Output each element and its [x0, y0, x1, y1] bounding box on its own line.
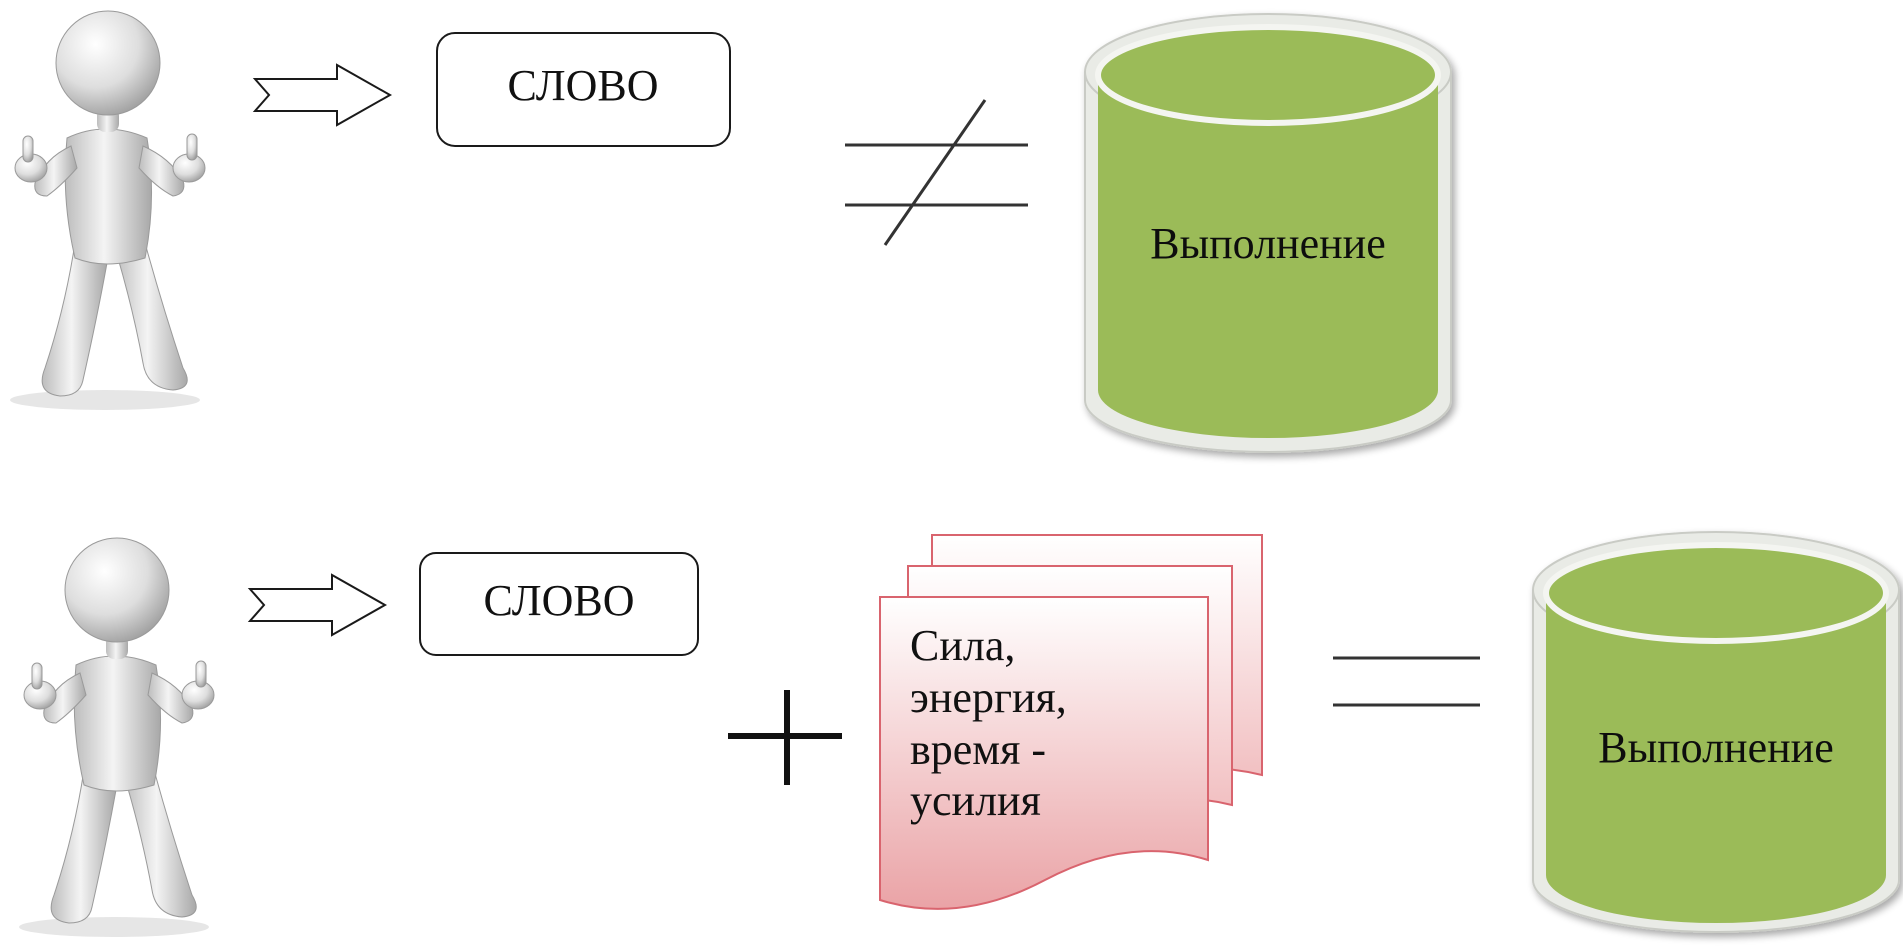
result-cylinder-label: Выполнение	[1150, 219, 1386, 268]
equal-sign	[1333, 656, 1480, 707]
result-cylinder: Выполнение	[1532, 531, 1900, 933]
word-box: СЛОВО	[436, 32, 731, 147]
effort-document-line-3: время -	[910, 725, 1046, 774]
person-icon	[18, 537, 215, 938]
effort-document-stack: Сила, энергия, время - усилия	[879, 534, 1263, 910]
hollow-right-arrow-icon	[254, 64, 391, 126]
effort-document-line-1: Сила,	[910, 621, 1015, 670]
person-icon	[9, 10, 206, 411]
word-box-label: СЛОВО	[484, 576, 635, 625]
effort-document-line-4: усилия	[910, 776, 1041, 825]
hollow-right-arrow-icon	[249, 574, 386, 636]
result-cylinder: Выполнение	[1084, 13, 1452, 453]
not-equal-sign	[845, 99, 1028, 246]
word-box-label: СЛОВО	[508, 61, 659, 110]
result-cylinder-label: Выполнение	[1598, 723, 1834, 772]
plus-sign	[728, 690, 842, 785]
row-1: СЛОВО Выполнение	[9, 10, 1452, 453]
row-2: СЛОВО Сила, энергия, время - усилия	[18, 531, 1900, 938]
effort-document-line-2: энергия,	[910, 673, 1067, 722]
word-box: СЛОВО	[419, 552, 699, 656]
